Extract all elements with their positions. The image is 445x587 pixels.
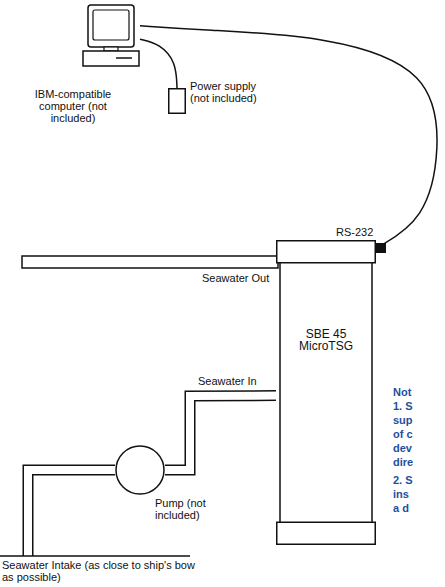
note-fragment: dev — [393, 442, 412, 454]
pump-symbol: Pump (not included) — [115, 445, 165, 495]
part-label: Seawater Out — [202, 272, 269, 284]
power-supply-box: Power supply (not included) — [168, 88, 186, 114]
monitor-case — [88, 5, 134, 47]
waterline — [0, 555, 190, 557]
node-label: Pump (not included) — [155, 497, 227, 521]
power-supply-outline — [169, 89, 186, 114]
note-fragment: sup — [393, 414, 413, 426]
housing-body — [280, 262, 372, 523]
pump-symbol-outline — [115, 445, 165, 495]
node-label: SBE 45 MicroTSG — [288, 328, 364, 352]
node-label: Power supply (not included) — [190, 80, 268, 104]
node-label: IBM-compatible computer (not included) — [31, 88, 115, 124]
note-fragment: of c — [393, 428, 413, 440]
instrument-housing-outline — [276, 240, 376, 545]
computer-icon-outline — [82, 4, 140, 68]
cable — [140, 39, 177, 88]
instrument-housing: SBE 45 MicroTSG — [276, 240, 376, 545]
outlet-pipe — [22, 256, 278, 268]
inlet-pipe — [162, 396, 279, 470]
note-fragment: ins — [393, 488, 409, 500]
cable-line — [140, 26, 437, 248]
pump-outline — [116, 446, 164, 494]
pipe-label: Seawater In — [196, 375, 259, 387]
cable-line — [140, 39, 177, 88]
note-fragment: 1. S — [393, 400, 413, 412]
power-supply-box-outline — [168, 88, 186, 114]
part-label: Seawater Intake (as close to ship's bow … — [2, 559, 207, 583]
note-fragment: 2. S — [393, 474, 413, 486]
cable — [140, 26, 437, 248]
part-label: RS-232 — [336, 226, 373, 238]
housing-bottom-cap — [277, 522, 376, 544]
computer-icon: IBM-compatible computer (not included) — [82, 4, 140, 68]
pipe-bore — [162, 396, 279, 470]
note-fragment: dire — [393, 456, 413, 468]
computer-base — [83, 51, 139, 66]
drive-slot — [116, 57, 132, 59]
monitor-screen — [93, 10, 129, 40]
note-fragment: a d — [393, 502, 409, 514]
housing-top-cap — [277, 241, 376, 263]
intake-pipe-wall — [28, 470, 115, 556]
intake-pipe-bore — [28, 470, 118, 557]
note-fragment: Not — [393, 386, 411, 398]
pipe-wall — [165, 396, 276, 470]
